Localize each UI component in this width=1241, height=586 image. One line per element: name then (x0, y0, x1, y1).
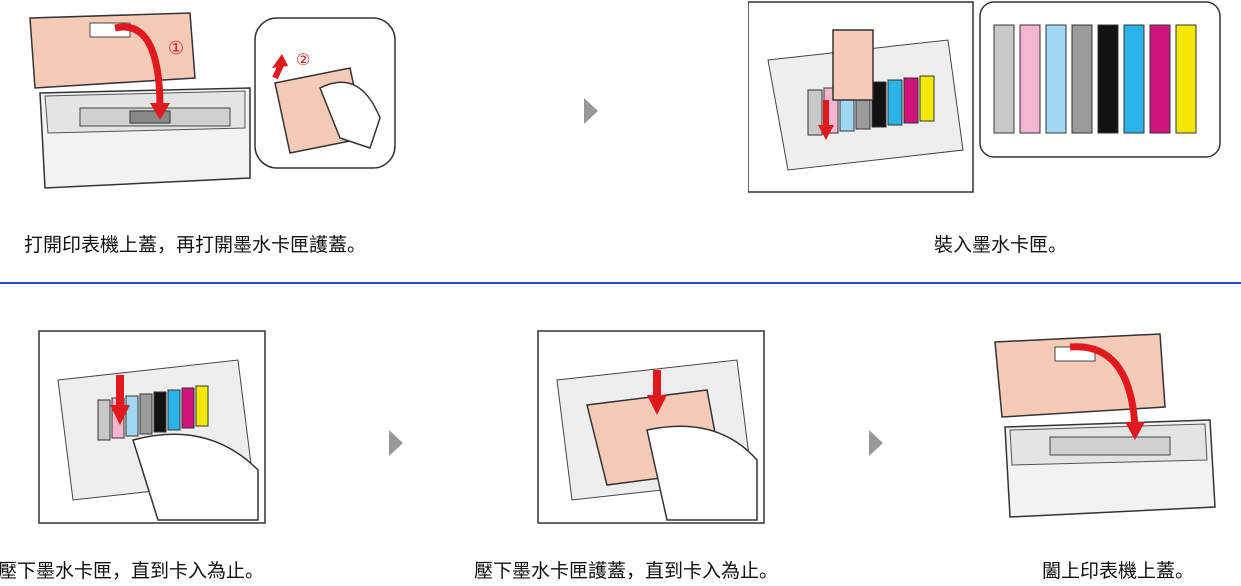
step-4-illustration (537, 330, 765, 524)
step-5-caption: 闔上印表機上蓋。 (1042, 560, 1195, 582)
step-4-caption: 壓下墨水卡匣護蓋，直到卡入為止。 (474, 560, 779, 582)
step-3-caption: 壓下墨水卡匣，直到卡入為止。 (0, 560, 265, 582)
step-arrow-3 (869, 430, 883, 456)
step-2-illustration (748, 0, 1228, 194)
section-divider (0, 282, 1241, 284)
step-5-illustration (990, 332, 1230, 522)
step-1-illustration: ① ② (20, 8, 400, 198)
callout-two: ② (296, 50, 311, 69)
step-arrow-1 (584, 98, 598, 124)
step-arrow-2 (389, 430, 403, 456)
step-2-caption: 裝入墨水卡匣。 (934, 234, 1068, 256)
callout-one: ① (168, 38, 185, 59)
step-3-illustration (38, 330, 266, 524)
step-1-caption: 打開印表機上蓋，再打開墨水卡匣護蓋。 (24, 234, 367, 256)
